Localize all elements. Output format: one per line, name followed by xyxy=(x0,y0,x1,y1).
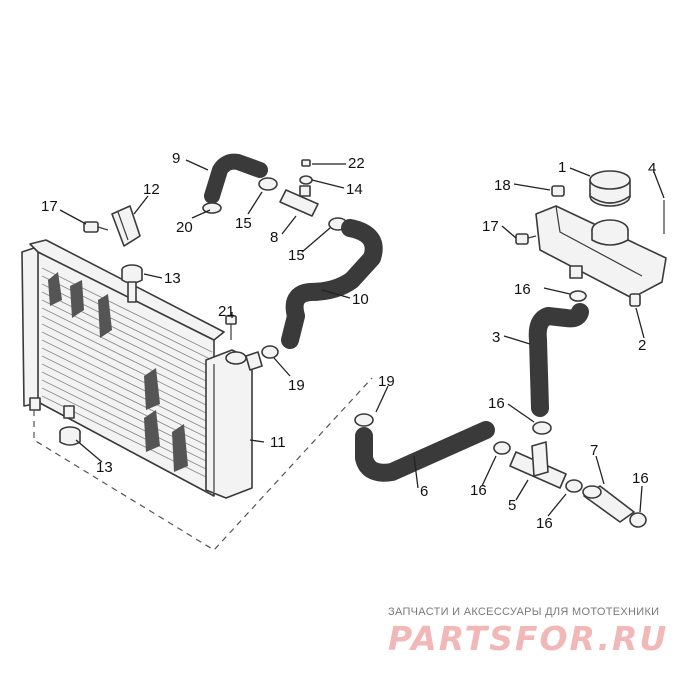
clamp-16-right xyxy=(565,479,583,493)
callout-18: 18 xyxy=(494,177,511,194)
clamp-16-mid xyxy=(532,421,552,435)
bracket-12 xyxy=(111,205,141,247)
callout-2: 2 xyxy=(638,337,646,354)
callout-21: 21 xyxy=(218,303,235,320)
clamp-16-top xyxy=(569,290,587,302)
clamp-19-upper xyxy=(261,345,279,359)
callout-11: 11 xyxy=(270,434,286,451)
radiator xyxy=(21,239,263,499)
callout-19-lower: 19 xyxy=(378,373,395,390)
callout-16-left: 16 xyxy=(470,482,487,499)
nut-18 xyxy=(551,185,565,197)
callout-17-left: 17 xyxy=(41,198,58,215)
hose-9 xyxy=(204,153,268,204)
callout-14: 14 xyxy=(346,181,363,198)
washer-14 xyxy=(299,175,313,185)
bolt-22 xyxy=(301,159,311,167)
callout-7: 7 xyxy=(590,442,598,459)
watermark-logo: PARTSFOR.RU xyxy=(388,619,669,658)
bolt-17-left xyxy=(83,221,109,233)
watermark: ЗАПЧАСТИ И АКСЕССУАРЫ ДЛЯ МОТОТЕХНИКИ PA… xyxy=(388,606,688,655)
clamp-19-lower xyxy=(354,413,374,427)
cap-1 xyxy=(589,170,631,207)
callout-19-upper: 19 xyxy=(288,377,305,394)
grommet-13-lower xyxy=(59,426,81,446)
callout-6: 6 xyxy=(420,483,428,500)
clamp-16-end xyxy=(629,512,647,528)
callout-16-mid: 16 xyxy=(488,395,505,412)
callout-13-lower: 13 xyxy=(96,459,113,476)
hose-7 xyxy=(582,485,635,523)
callout-17-right: 17 xyxy=(482,218,499,235)
hose-6 xyxy=(355,421,495,482)
callout-10: 10 xyxy=(352,291,369,308)
callout-22: 22 xyxy=(348,155,365,172)
callout-20: 20 xyxy=(176,219,193,236)
watermark-tagline: ЗАПЧАСТИ И АКСЕССУАРЫ ДЛЯ МОТОТЕХНИКИ xyxy=(388,606,660,618)
bolt-17-right xyxy=(515,233,537,245)
callout-1: 1 xyxy=(558,159,566,176)
assembly-dashed-line xyxy=(33,377,373,551)
callout-8: 8 xyxy=(270,229,278,246)
grommet-13-upper xyxy=(121,264,143,303)
grommet-2 xyxy=(629,293,641,307)
clamp-15-upper xyxy=(258,177,278,191)
callout-15-lower: 15 xyxy=(288,247,305,264)
callout-16-top: 16 xyxy=(514,281,531,298)
callout-16-right: 16 xyxy=(536,515,553,532)
callout-5: 5 xyxy=(508,497,516,514)
hose-10 xyxy=(281,219,383,349)
bolt-21 xyxy=(225,315,237,340)
callout-4: 4 xyxy=(648,160,656,177)
reservoir-tank xyxy=(535,205,667,299)
callout-15-upper: 15 xyxy=(235,215,252,232)
tee-5 xyxy=(509,441,567,489)
clamp-16-left xyxy=(493,441,511,455)
callout-3: 3 xyxy=(492,329,500,346)
callout-16-end: 16 xyxy=(632,470,649,487)
callout-13-upper: 13 xyxy=(164,270,181,287)
callout-12: 12 xyxy=(143,181,160,198)
tee-8 xyxy=(279,185,319,217)
callout-numbers: 9 12 17 13 20 15 8 22 14 15 10 21 19 11 … xyxy=(41,150,656,532)
leader-lines xyxy=(59,159,665,517)
hose-3 xyxy=(528,303,589,417)
callout-9: 9 xyxy=(172,150,180,167)
